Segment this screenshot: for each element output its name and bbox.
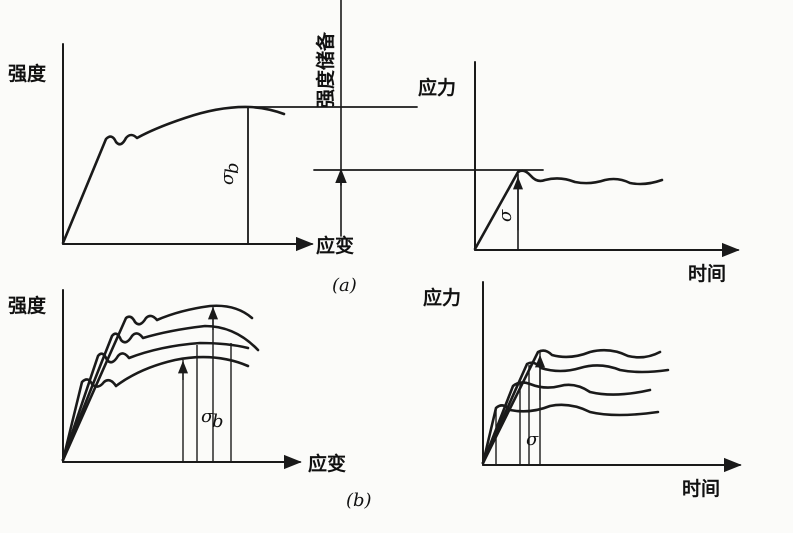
panel-a-strength-curve xyxy=(61,105,286,245)
panel-b-stress-curve-1 xyxy=(481,348,662,465)
svg-text:b: b xyxy=(222,162,243,174)
panel-b-strength-curve-1 xyxy=(61,304,254,462)
panel-b-strength-curve-4 xyxy=(61,355,250,462)
panel-a-sigma-label: σ xyxy=(495,209,516,222)
panel-a-stress-curve xyxy=(473,169,664,251)
panel-b-y-label-stress: 应力 xyxy=(423,286,461,309)
panel-a-stress-time: 应力 时间 σ xyxy=(418,61,740,285)
panel-b-strength-strain: 强度 应变 σ b xyxy=(8,289,346,475)
panel-b-stress-curve-3 xyxy=(481,381,652,465)
panel-b-sigma-b-label: σ b xyxy=(201,406,224,432)
panel-b-sigma-label: σ xyxy=(526,429,539,450)
caption-a: (a) xyxy=(332,275,357,296)
panel-a-strength-strain: 强度 应变 σ b xyxy=(8,43,418,257)
panel-a-sigma-b-label: σ b xyxy=(217,162,243,185)
panel-a-y-label-strength: 强度 xyxy=(8,62,47,85)
caption-b: (b) xyxy=(346,490,372,511)
panel-b-y-label-strength: 强度 xyxy=(8,294,47,317)
strength-reserve-label: 强度储备 xyxy=(314,31,337,108)
panel-b-x-label-time: 时间 xyxy=(682,478,720,500)
svg-text:σ: σ xyxy=(201,406,214,427)
svg-text:σ: σ xyxy=(217,172,238,185)
panel-b-stress-curve-4 xyxy=(481,403,660,465)
panel-a-y-label-stress: 应力 xyxy=(418,76,456,99)
panel-b-strength-curve-2 xyxy=(61,324,260,462)
strength-reserve-annotation: 强度储备 xyxy=(313,0,544,237)
panel-b-stress-time: 应力 时间 σ xyxy=(423,281,742,500)
panel-a-x-label-strain: 应变 xyxy=(316,234,354,257)
svg-text:b: b xyxy=(212,411,224,432)
panel-a-x-label-time: 时间 xyxy=(688,263,726,285)
panel-b-x-label-strain: 应变 xyxy=(308,452,346,475)
panel-b-strength-curve-3 xyxy=(61,341,250,462)
